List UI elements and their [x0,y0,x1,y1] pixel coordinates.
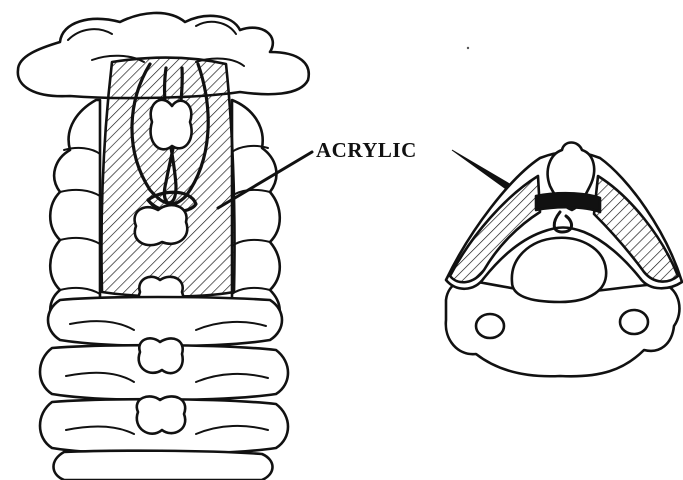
spinous-process-c1 [151,100,192,149]
transverse-foramen-left [476,314,504,338]
axial-vertebra-view [446,143,682,377]
lateral-mass-right [232,100,280,330]
acrylic-label: ACRYLIC [316,138,417,163]
lateral-mass-left [50,100,100,330]
spinous-process-c5 [139,338,183,373]
spinous-process-c2 [135,205,188,245]
transverse-foramen-right [620,310,648,334]
posterior-spine-view [18,13,309,480]
speck [467,47,469,49]
vertebra-c7 [54,451,273,480]
spinous-process-c6 [137,396,185,433]
spinal-canal [512,238,606,302]
